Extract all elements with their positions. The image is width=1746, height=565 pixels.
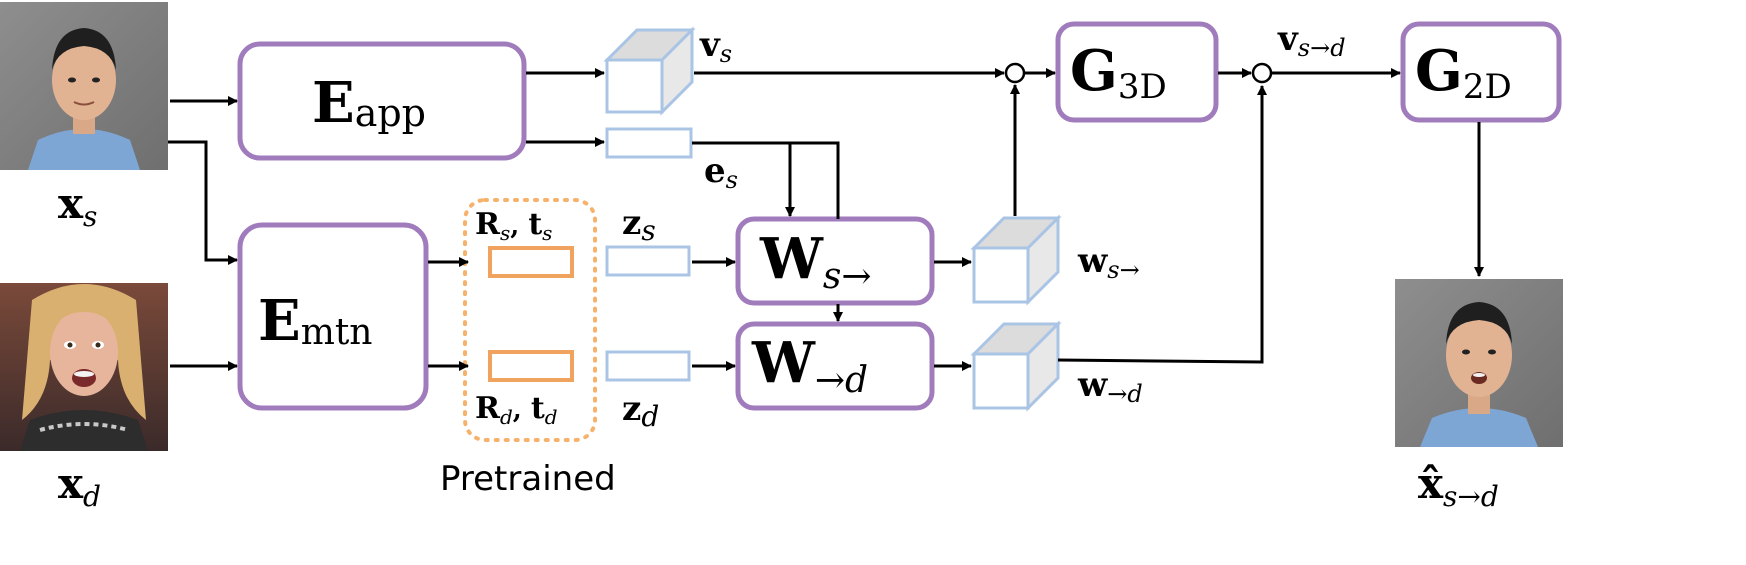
module-w-s xyxy=(735,216,935,306)
label-w-s-out: ws→ xyxy=(1077,241,1140,284)
label-w-d-out: w→d xyxy=(1077,365,1143,408)
module-e-mtn-label: Emtn xyxy=(258,288,372,354)
module-g-3d-label: G3D xyxy=(1070,38,1167,107)
compose-node-2 xyxy=(1251,62,1273,84)
cube-w-d xyxy=(970,320,1062,412)
connections xyxy=(168,68,1484,371)
label-x-d: xd xyxy=(58,459,101,513)
vector-z-d xyxy=(605,350,691,382)
module-w-d-label: W→d xyxy=(751,330,868,401)
label-v-sd: vs→d xyxy=(1277,19,1346,62)
label-r-s: Rs, ts xyxy=(475,207,552,245)
pretrained-group xyxy=(463,198,597,442)
pose-box-d xyxy=(488,350,574,382)
cube-w-s xyxy=(970,214,1062,306)
module-w-d xyxy=(735,321,935,411)
label-r-d: Rd, td xyxy=(475,391,558,429)
driver-face-photo xyxy=(0,283,168,451)
module-w-s-label: Ws→ xyxy=(759,226,872,297)
module-g-2d-label: G2D xyxy=(1415,38,1512,107)
cube-v-s xyxy=(603,26,696,116)
compose-node-1 xyxy=(1004,62,1026,84)
label-z-s: zs xyxy=(622,203,656,247)
module-e-app xyxy=(237,41,527,161)
vector-e-s xyxy=(605,127,693,159)
label-x-s: xs xyxy=(58,179,97,233)
vector-z-s xyxy=(605,245,691,277)
label-e-s: es xyxy=(704,151,738,194)
source-face-photo xyxy=(0,2,168,170)
output-face-photo xyxy=(1395,279,1563,447)
label-z-d: zd xyxy=(622,389,659,433)
module-e-mtn xyxy=(237,222,429,411)
label-x-hat: x̂s→d xyxy=(1418,459,1499,513)
label-v-s: vs xyxy=(699,25,732,68)
module-e-app-label: Eapp xyxy=(312,70,426,136)
pose-box-s xyxy=(488,246,574,278)
label-pretrained: Pretrained xyxy=(440,459,616,499)
module-g-2d xyxy=(1400,21,1562,123)
module-g-3d xyxy=(1055,21,1219,123)
